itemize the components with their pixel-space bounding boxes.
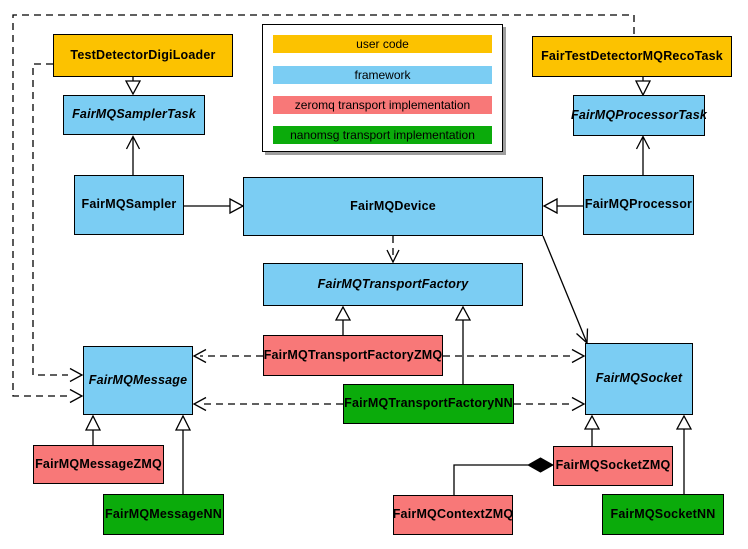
node-label: FairMQSocketZMQ xyxy=(555,458,671,473)
legend-item-nanomsg: nanomsg transport implementation xyxy=(273,126,492,144)
node-fairmqtransportfactorynn: FairMQTransportFactoryNN xyxy=(343,384,514,424)
inheritance-arrow-sampler-device xyxy=(184,197,245,215)
inheritance-arrow-recotask-processortask xyxy=(634,77,652,97)
legend-label: user code xyxy=(356,37,409,51)
node-label: FairMQMessageZMQ xyxy=(35,456,162,471)
node-label: FairMQSamplerTask xyxy=(72,107,196,122)
dependency-arrow-tfzmq-message xyxy=(192,348,263,364)
node-label: FairMQProcessor xyxy=(584,197,693,212)
node-fairmqcontextzmq: FairMQContextZMQ xyxy=(393,495,513,535)
inheritance-arrow-processor-device xyxy=(542,197,583,215)
node-fairmqtransportfactoryzmq: FairMQTransportFactoryZMQ xyxy=(263,335,443,376)
inheritance-arrow-digiloader-samplertask xyxy=(124,77,142,96)
legend-box: user code framework zeromq transport imp… xyxy=(262,24,503,152)
legend-label: framework xyxy=(354,68,411,82)
association-arrow-processor-processortask xyxy=(635,135,651,175)
legend-item-framework: framework xyxy=(273,66,492,84)
dependency-arrow-tfnn-message xyxy=(192,396,343,412)
inheritance-arrow-msgzmq-message xyxy=(84,414,102,445)
node-fairmqmessage: FairMQMessage xyxy=(83,346,193,415)
dependency-arrow-tfnn-socket xyxy=(514,396,586,412)
composition-diamond-ctxzmq-sockzmq xyxy=(453,457,555,495)
node-label: FairMQContextZMQ xyxy=(392,507,514,522)
node-label: FairMQSocket xyxy=(595,371,683,386)
dependency-arrow-recotask-message xyxy=(12,14,635,404)
legend-label: zeromq transport implementation xyxy=(294,98,471,112)
node-fairmqmessagenn: FairMQMessageNN xyxy=(103,494,224,535)
node-fairmqsocketzmq: FairMQSocketZMQ xyxy=(553,446,673,486)
dependency-arrow-digiloader-message xyxy=(32,63,84,383)
node-label: FairMQSocketNN xyxy=(610,506,716,521)
node-fairmqsampler: FairMQSampler xyxy=(74,175,184,235)
node-fairmqmessagezmq: FairMQMessageZMQ xyxy=(33,445,164,484)
node-label: FairMQSampler xyxy=(81,197,177,212)
node-label: FairTestDetectorMQRecoTask xyxy=(541,48,723,63)
node-label: FairMQMessageNN xyxy=(105,506,222,521)
node-fairmqprocessor: FairMQProcessor xyxy=(583,175,694,235)
node-fairmqsocket: FairMQSocket xyxy=(585,343,693,415)
inheritance-arrow-sockzmq-socket xyxy=(583,414,601,446)
legend-item-user-code: user code xyxy=(273,35,492,53)
node-label: FairMQProcessorTask xyxy=(570,107,708,122)
dependency-arrow-device-transportfactory xyxy=(386,236,400,264)
inheritance-arrow-tfnn-transportfactory xyxy=(454,305,472,384)
node-label: FairMQTransportFactoryNN xyxy=(344,396,513,411)
node-fairmqsamplertask: FairMQSamplerTask xyxy=(63,95,205,135)
inheritance-arrow-tfzmq-transportfactory xyxy=(334,305,352,335)
node-fairmqprocessortask: FairMQProcessorTask xyxy=(570,95,708,136)
node-label: FairMQTransportFactoryZMQ xyxy=(263,347,443,362)
node-label: FairMQDevice xyxy=(350,198,436,213)
inheritance-arrow-msgnn-message xyxy=(174,414,192,494)
node-testdetectordigiloader: TestDetectorDigiLoader xyxy=(53,34,233,77)
node-fairtestdetectormqrecotask: FairTestDetectorMQRecoTask xyxy=(532,36,732,77)
association-arrow-sampler-samplertask xyxy=(125,135,141,175)
node-fairmqsocketnn: FairMQSocketNN xyxy=(602,494,724,535)
node-fairmqtransportfactory: FairMQTransportFactory xyxy=(263,263,523,306)
node-fairmqdevice: FairMQDevice xyxy=(243,177,543,236)
inheritance-arrow-socknn-socket xyxy=(675,414,693,494)
dependency-arrow-tfzmq-socket xyxy=(443,348,586,364)
node-label: FairMQMessage xyxy=(88,372,188,387)
node-label: TestDetectorDigiLoader xyxy=(70,47,216,62)
legend-item-zeromq: zeromq transport implementation xyxy=(273,96,492,114)
node-label: FairMQTransportFactory xyxy=(317,276,469,291)
legend-label: nanomsg transport implementation xyxy=(290,128,475,142)
association-arrow-device-socket xyxy=(542,235,589,344)
